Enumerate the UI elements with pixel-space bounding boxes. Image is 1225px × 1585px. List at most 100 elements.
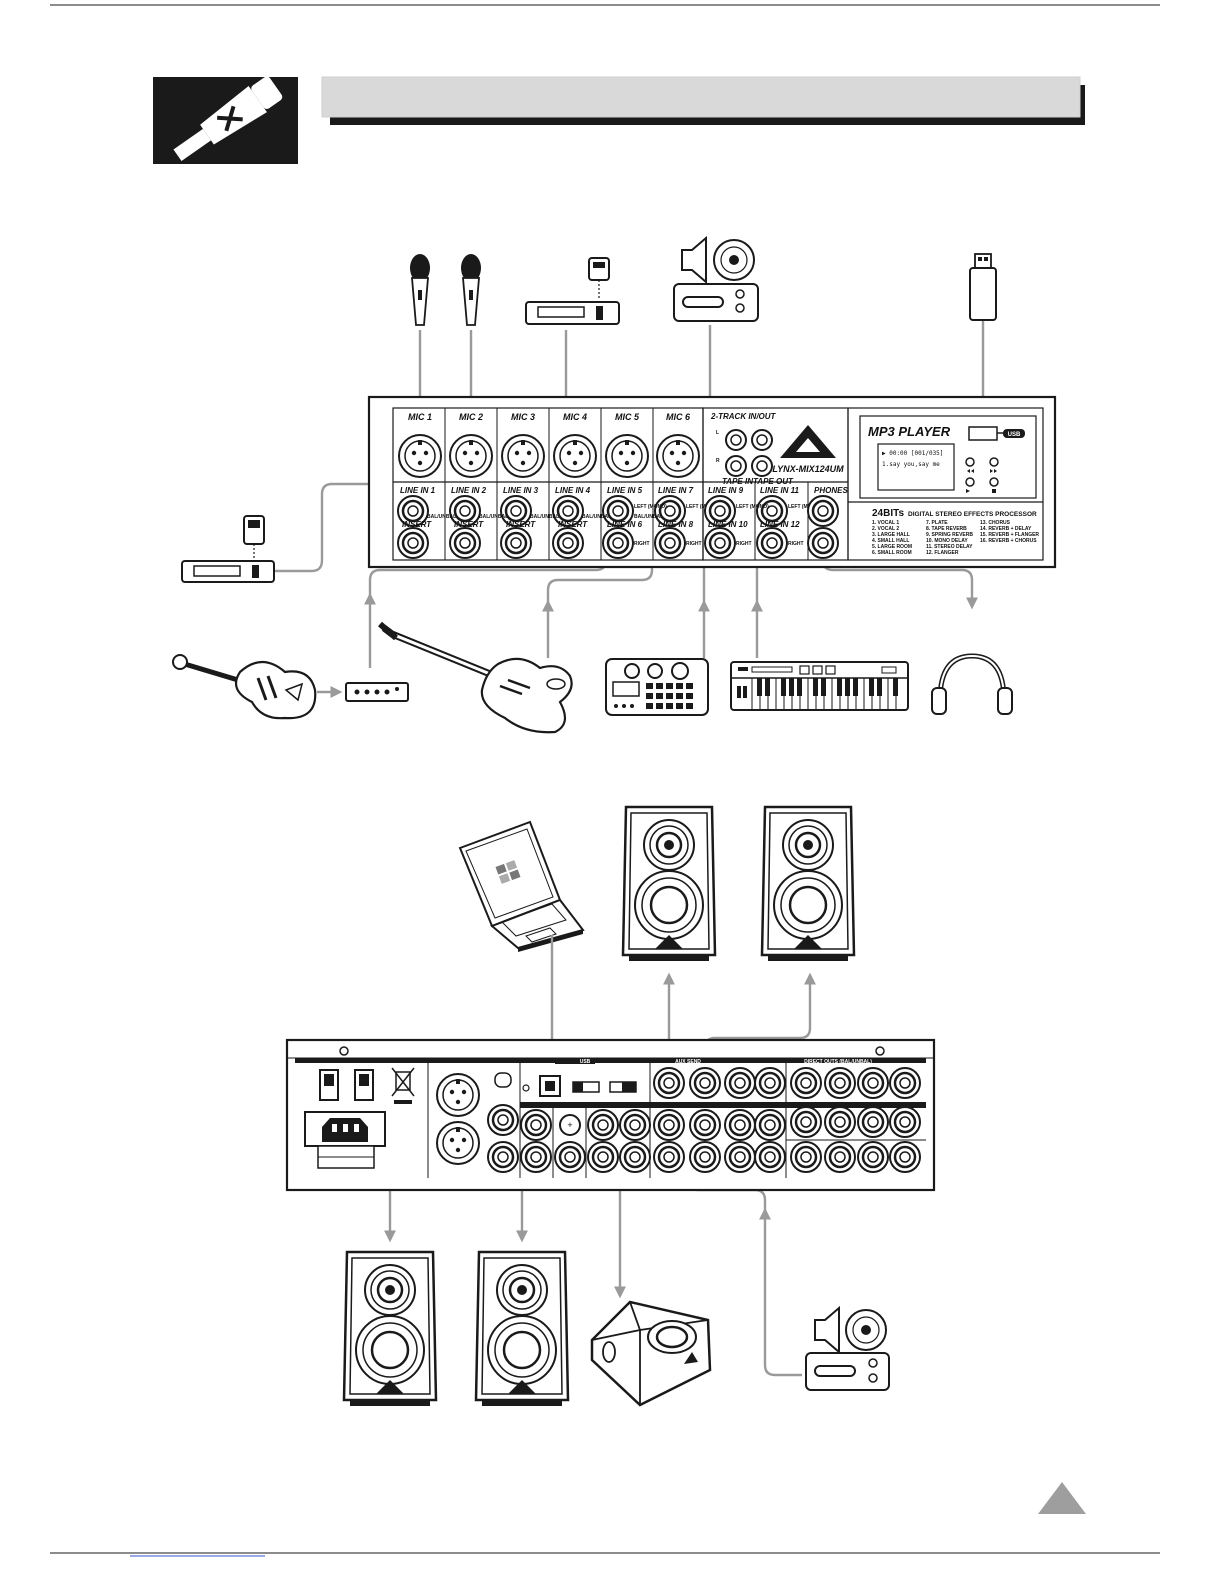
direct-out-jack[interactable] xyxy=(789,1066,823,1100)
effect-item: 15. REVERB + FLANGER xyxy=(980,532,1039,538)
direct-out-jack[interactable] xyxy=(823,1140,857,1174)
line-in-6-label: LINE IN 6 xyxy=(607,520,643,529)
stop-button[interactable] xyxy=(989,477,999,487)
aux-send-jack-4[interactable] xyxy=(753,1066,787,1100)
headphones-icon xyxy=(931,653,1013,715)
rear-jack[interactable] xyxy=(618,1108,652,1142)
rear-jack[interactable] xyxy=(723,1140,757,1174)
line-in-2-label: LINE IN 2 xyxy=(451,486,487,495)
tape-in-l-jack[interactable] xyxy=(725,429,747,451)
mic-4-label: MIC 4 xyxy=(563,412,587,422)
rear-jack[interactable] xyxy=(618,1140,652,1174)
two-track-label: 2-TRACK IN/OUT xyxy=(710,412,777,421)
effects-title: DIGITAL STEREO EFFECTS PROCESSOR xyxy=(908,511,1037,518)
tape-in-r-jack[interactable] xyxy=(725,455,747,477)
insert-jack-2[interactable] xyxy=(448,526,482,560)
line-in-5-label: LINE IN 5 xyxy=(607,486,643,495)
next-button[interactable] xyxy=(989,457,999,467)
insert-jack-1[interactable] xyxy=(396,526,430,560)
effect-item: 11. STEREO DELAY xyxy=(926,544,973,550)
mp3-player-panel: MP3 PLAYER USB ▶ 00:00 [001/035] 1.say y… xyxy=(859,415,1037,499)
rear-jack[interactable] xyxy=(723,1108,757,1142)
previous-button[interactable] xyxy=(965,457,975,467)
xlr-input-4[interactable] xyxy=(553,434,597,478)
rear-jack[interactable] xyxy=(519,1108,553,1142)
os-logo-icon xyxy=(495,860,521,884)
effect-item: 7. PLATE xyxy=(926,520,948,526)
direct-out-jack[interactable] xyxy=(856,1105,890,1139)
main-out-jack-r[interactable] xyxy=(486,1140,520,1174)
xlr-input-6[interactable] xyxy=(656,434,700,478)
rear-jack[interactable] xyxy=(519,1140,553,1174)
line-in-3-label: LINE IN 3 xyxy=(503,486,539,495)
line-jack-12[interactable] xyxy=(755,526,789,560)
keyboard-synth-icon xyxy=(730,661,909,711)
rear-jack[interactable] xyxy=(688,1108,722,1142)
left-mono-label: LEFT (MONO) xyxy=(788,504,821,510)
usb-port[interactable] xyxy=(968,426,998,441)
effect-item: 5. LARGE ROOM xyxy=(872,544,912,550)
phones-jack[interactable] xyxy=(806,494,840,528)
line-jack-6[interactable] xyxy=(601,526,635,560)
tape-out-r-jack[interactable] xyxy=(751,455,773,477)
bal-unbal-label: BAL/UNBAL xyxy=(582,514,611,520)
line-jack-10[interactable] xyxy=(703,526,737,560)
insert-jack-4[interactable] xyxy=(551,526,585,560)
insert-label: INSERT xyxy=(506,520,536,529)
rear-misc-controls xyxy=(486,1072,520,1174)
line-in-12-label: LINE IN 12 xyxy=(760,520,800,529)
direct-outs-label: DIRECT OUTS (BAL/UNBAL) xyxy=(804,1059,872,1065)
aux-send-jack-1[interactable] xyxy=(652,1066,686,1100)
aux-send-jack-3[interactable] xyxy=(723,1066,757,1100)
xlr-input-5[interactable] xyxy=(605,434,649,478)
main-out-right-xlr[interactable] xyxy=(436,1121,480,1165)
direct-out-jack[interactable] xyxy=(823,1105,857,1139)
right-label: RIGHT xyxy=(634,541,650,547)
rear-jack[interactable] xyxy=(586,1140,620,1174)
insert-label: INSERT xyxy=(402,520,432,529)
page-corner-triangle-icon xyxy=(1038,1482,1086,1514)
drum-machine-icon xyxy=(605,658,709,716)
rear-jack[interactable] xyxy=(652,1108,686,1142)
direct-out-jack[interactable] xyxy=(789,1140,823,1174)
rear-jack[interactable] xyxy=(586,1108,620,1142)
insert-jack-3[interactable] xyxy=(499,526,533,560)
xlr-input-3[interactable] xyxy=(501,434,545,478)
aux-send-jack-2[interactable] xyxy=(688,1066,722,1100)
effect-item: 14. REVERB + DELAY xyxy=(980,526,1032,532)
mp3-transport-buttons xyxy=(965,457,999,493)
tape-in-label: TAPE IN xyxy=(722,477,753,486)
stereo-line-inputs: LINE IN 9 LINE IN 11 LEFT (MONO) LEFT (M… xyxy=(703,486,848,560)
phones-jack-2[interactable] xyxy=(806,526,840,560)
rear-jack[interactable] xyxy=(652,1140,686,1174)
xlr-input-1[interactable] xyxy=(398,434,442,478)
direct-out-jack[interactable] xyxy=(856,1140,890,1174)
effect-item: 16. REVERB + CHORUS xyxy=(980,538,1037,544)
rear-jack[interactable] xyxy=(753,1140,787,1174)
electric-guitar-icon xyxy=(378,621,573,734)
usb-stick-icon xyxy=(969,253,997,321)
direct-out-jack[interactable] xyxy=(888,1105,922,1139)
rear-jack[interactable] xyxy=(753,1108,787,1142)
direct-out-jack[interactable] xyxy=(888,1140,922,1174)
level-knob[interactable] xyxy=(559,1114,581,1136)
usb-section-label: USB xyxy=(580,1059,591,1065)
main-out-jack-l[interactable] xyxy=(486,1103,520,1137)
xlr-input-2[interactable] xyxy=(449,434,493,478)
ground-lift-button[interactable] xyxy=(494,1072,512,1088)
main-out-left-xlr[interactable] xyxy=(436,1073,480,1117)
line-in-4-label: LINE IN 4 xyxy=(555,486,591,495)
direct-out-jack[interactable] xyxy=(789,1105,823,1139)
mic-channel-labels: MIC 1 MIC 2 MIC 3 MIC 4 MIC 5 MIC 6 xyxy=(408,412,691,422)
tape-out-l-jack[interactable] xyxy=(751,429,773,451)
direct-out-jack[interactable] xyxy=(823,1066,857,1100)
effects-list: 1. VOCAL 1 2. VOCAL 2 3. LARGE HALL 4. S… xyxy=(872,520,1039,556)
rear-jack[interactable] xyxy=(688,1140,722,1174)
mp3-title: MP3 PLAYER xyxy=(868,424,951,439)
line-jack-8[interactable] xyxy=(653,526,687,560)
play-pause-button[interactable] xyxy=(965,477,975,487)
direct-out-jack[interactable] xyxy=(888,1066,922,1100)
rear-jack[interactable] xyxy=(553,1140,587,1174)
direct-out-jack[interactable] xyxy=(856,1066,890,1100)
svg-text:+: + xyxy=(567,1120,572,1130)
